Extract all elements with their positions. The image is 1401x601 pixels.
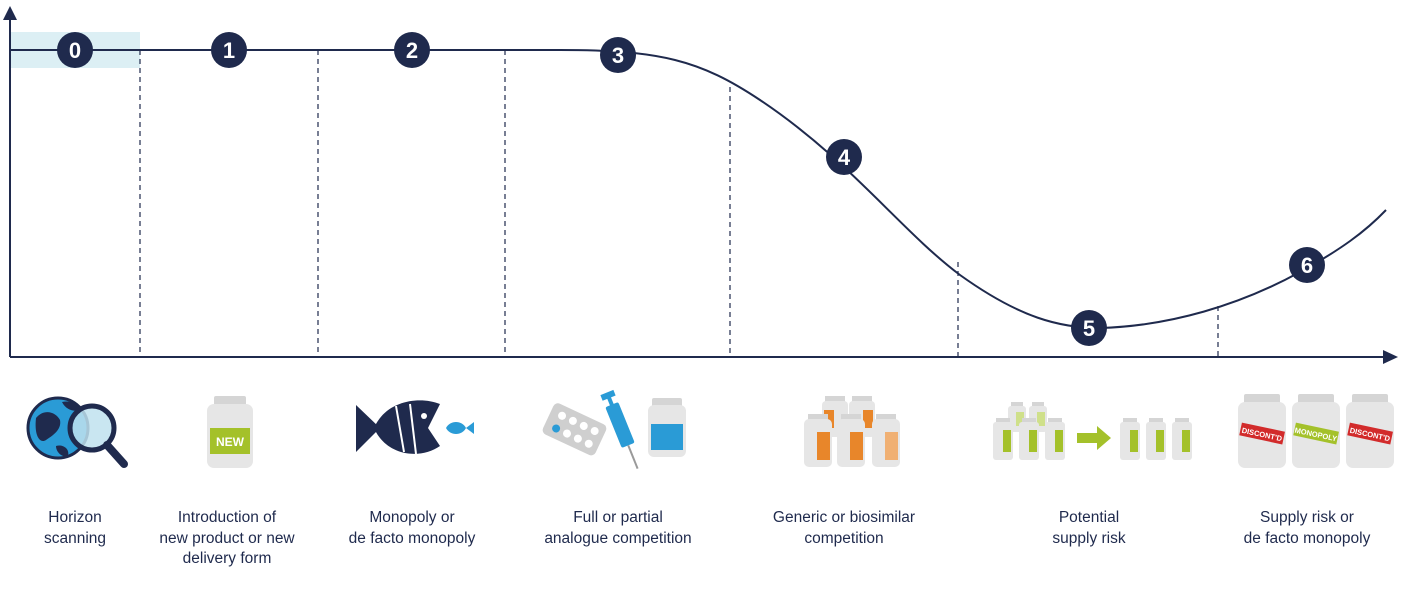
new-tag-label: NEW [216, 435, 245, 449]
stage-4-number: 4 [838, 145, 851, 170]
discontinued-bottles-icon: DISCONT'D MONOPOLY DISCONT'D [1238, 394, 1394, 468]
stage-6-label-line-1: Supply risk or [1260, 509, 1354, 526]
stage-marker-2: 2 [394, 32, 430, 68]
many-bottles-icon [804, 396, 900, 467]
stage-3-label-line-1: Full or partial [573, 509, 663, 526]
stage-marker-5: 5 [1071, 310, 1107, 346]
stage-5-label-line-1: Potential [1058, 509, 1120, 526]
stage-0-number: 0 [69, 38, 81, 63]
stage-5-label-line-2: supply risk [1052, 529, 1126, 547]
globe-magnifier-icon [26, 396, 128, 468]
bottles-reducing-icon [993, 402, 1192, 460]
stage-2-label-line-2: de facto monopoly [348, 529, 476, 547]
y-axis-arrow [3, 6, 17, 20]
stage-marker-0: 0 [57, 32, 93, 68]
stage-marker-4: 4 [826, 139, 862, 175]
stage-marker-1: 1 [211, 32, 247, 68]
lifecycle-curve [10, 49, 1387, 330]
stage-0-label-line-2: scanning [43, 529, 107, 547]
new-bottle-icon: NEW [207, 396, 253, 468]
x-axis-arrow [1383, 350, 1398, 364]
stage-2-label-line-1: Monopoly or [369, 509, 455, 526]
stage-6-label-line-2: de facto monopoly [1243, 529, 1371, 547]
stage-dividers [139, 50, 1219, 357]
stage-2-number: 2 [406, 38, 418, 63]
stage-1-label-line-2: new product or new [159, 529, 295, 547]
stage-2-label: Monopoly or de facto monopoly [302, 508, 522, 549]
stage-3-number: 3 [612, 43, 624, 68]
big-fish-eating-small-fish-icon [356, 400, 474, 455]
stage-4-label-line-2: competition [804, 529, 884, 547]
stage-0-label: Horizon scanning [0, 508, 185, 549]
stage-3-label-line-2: analogue competition [544, 529, 692, 547]
stage-1-label-line-1: Introduction of [177, 509, 277, 526]
stage-4-label: Generic or biosimilar competition [734, 508, 954, 549]
pills-syringe-bottle-icon [542, 389, 686, 469]
axes [3, 6, 1398, 364]
stage-1-label-line-3: delivery form [182, 550, 272, 567]
stage-4-label-line-1: Generic or biosimilar [772, 509, 916, 526]
stage-marker-6: 6 [1289, 247, 1325, 283]
stage-5-number: 5 [1083, 316, 1095, 341]
stage-5-label: Potential supply risk [979, 508, 1199, 549]
stage-1-number: 1 [223, 38, 235, 63]
stage-6-number: 6 [1301, 253, 1313, 278]
stage-marker-3: 3 [600, 37, 636, 73]
stage-6-label: Supply risk or de facto monopoly [1197, 508, 1401, 549]
stage-1-label: Introduction of new product or new deliv… [117, 508, 337, 570]
stage-3-label: Full or partial analogue competition [508, 508, 728, 549]
stage-0-label-line-1: Horizon [48, 509, 102, 526]
